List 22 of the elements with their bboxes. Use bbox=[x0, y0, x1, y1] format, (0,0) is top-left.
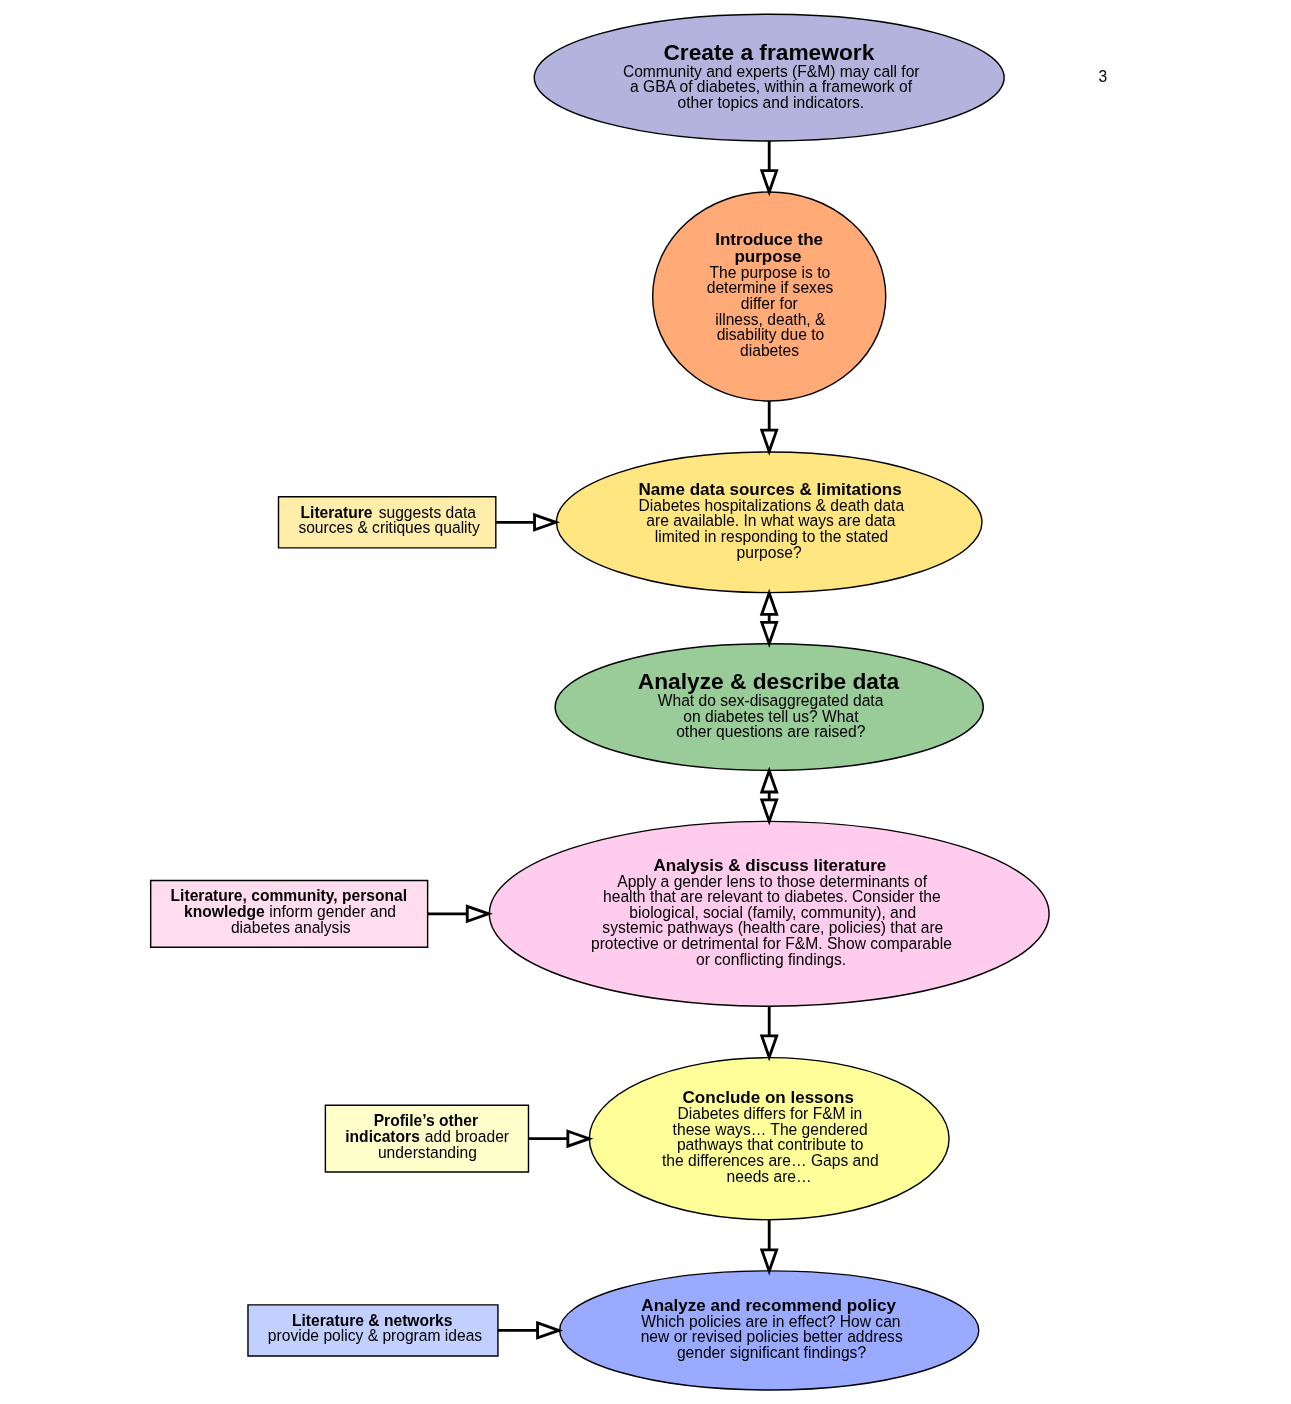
node-ellipse: Analyze and recommend policy Which policies are in effect? How can new or revised policies better address gender significant findings? bbox=[558, 1270, 979, 1391]
node-box: Literature suggests data sources & critiques quality bbox=[277, 496, 496, 549]
arrow bbox=[759, 1220, 779, 1276]
arrow bbox=[759, 400, 779, 456]
node-ellipse: Name data sources & limitations Diabetes hospitalizations & death data are available. In what ways are data limited in responding to the stated purpose? bbox=[555, 451, 983, 594]
arrow bbox=[759, 588, 779, 648]
arrow bbox=[759, 766, 779, 826]
node-box: Literature & networks provide policy & program ideas bbox=[246, 1304, 499, 1357]
arrow bbox=[759, 140, 779, 197]
arrow bbox=[528, 1129, 593, 1149]
node-ellipse: Create a framework Community and experts (F&M) may call for a GBA of diabetes, within a framework of other topics and indicators. bbox=[533, 13, 1005, 142]
node-ellipse: Introduce the purpose The purpose is to determine if sexes differ for illness, death, & disability due to diabetes bbox=[651, 191, 886, 402]
node-box: Literature, community, personal knowledge inform gender and diabetes analysis bbox=[149, 879, 428, 948]
arrow bbox=[495, 512, 560, 532]
node-box: Profile’s other indicators add broader understanding bbox=[324, 1104, 529, 1173]
node-ellipse: Conclude on lessons Diabetes differs for F&M in these ways… The gendered pathways that contribute to the differences are… Gaps and needs are… bbox=[588, 1056, 950, 1221]
node-ellipse: Analysis & discuss literature Apply a gender lens to those determinants of health that are relevant to diabetes. Consider the biological, social (family, community), and systemic pathways (health care, policies) that are protective or detrimental for F&M. Show comparable or conflicting findings. bbox=[488, 820, 1050, 1007]
node-ellipse: Analyze & describe data What do sex-disaggregated data on diabetes tell us? What other questions are raised? bbox=[553, 642, 984, 772]
arrow bbox=[497, 1320, 563, 1340]
arrow bbox=[759, 1006, 779, 1062]
arrow bbox=[427, 904, 493, 924]
label: 3 bbox=[1098, 67, 1107, 85]
